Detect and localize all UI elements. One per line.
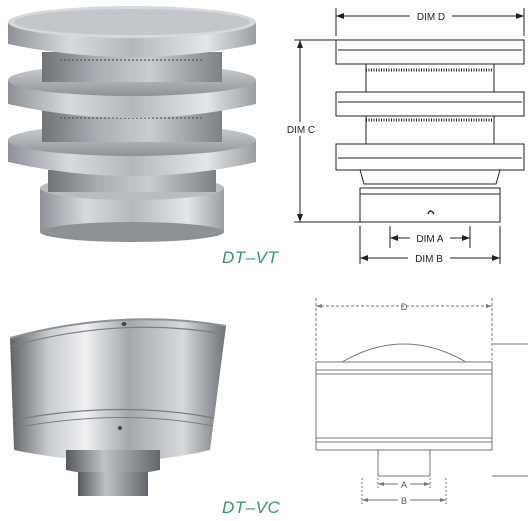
dt-vc-caption: DT–VC (222, 498, 281, 517)
dt-vc-product-photo (9, 318, 227, 496)
dim-c-label: DIM C (287, 125, 315, 136)
dim-b-label-vc: B (401, 496, 407, 506)
dim-a-label-vc: A (401, 480, 407, 490)
dim-d-label-vc: D (401, 302, 408, 312)
dt-vt-dimension-diagram: DIM D DIM C DIM A DIM B (284, 8, 525, 265)
dim-d-label: DIM D (417, 12, 445, 23)
dt-vc-dimension-diagram: D A B (315, 298, 528, 506)
dt-vt-product-photo (8, 6, 256, 242)
dim-a-label: DIM A (416, 234, 444, 245)
dim-b-label: DIM B (415, 254, 443, 265)
dt-vt-caption: DT–VT (222, 248, 279, 267)
